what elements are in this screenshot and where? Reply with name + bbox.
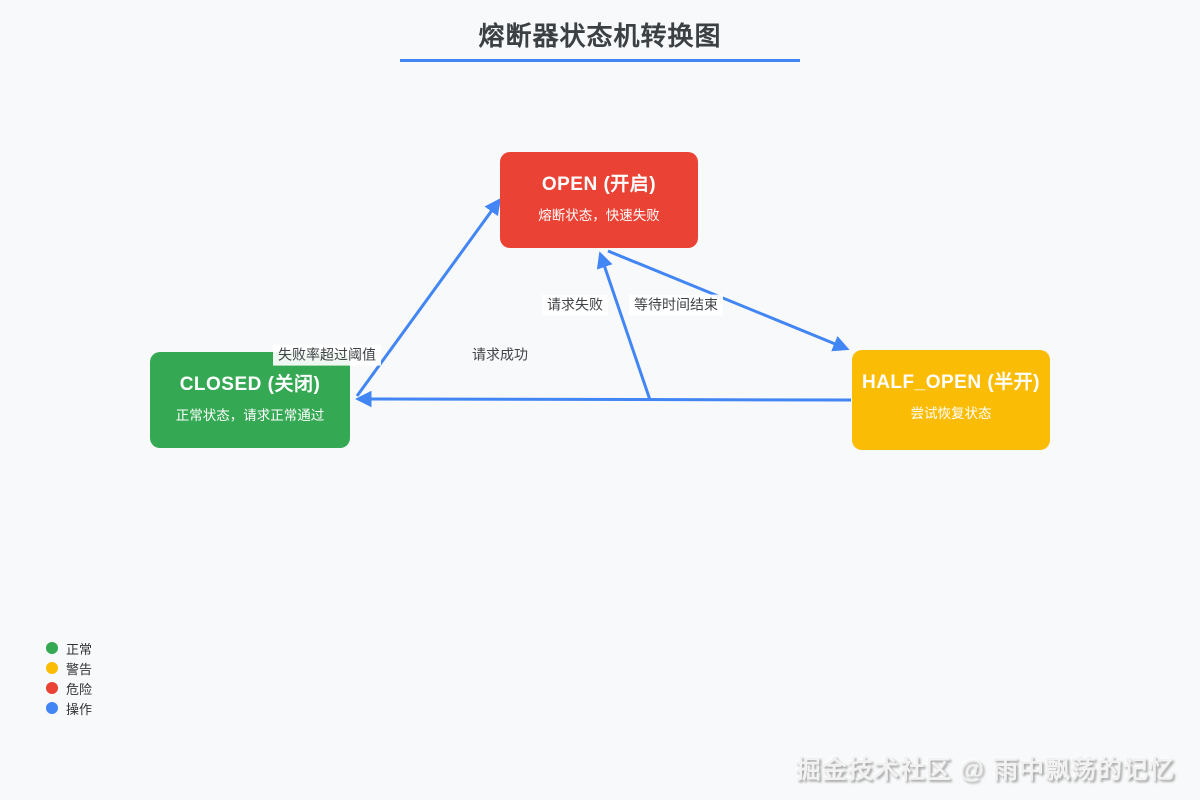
legend-item-action: 操作 bbox=[46, 701, 93, 717]
state-closed-description: 正常状态，请求正常通过 bbox=[175, 408, 325, 423]
state-half-open-description: 尝试恢复状态 bbox=[910, 406, 992, 421]
arrow-open-to-half-open bbox=[607, 249, 850, 352]
edge-label-request-fail: 请求失败 bbox=[542, 294, 608, 316]
legend-dot-warning bbox=[46, 662, 58, 674]
state-closed-label: CLOSED (关闭) bbox=[179, 374, 321, 395]
legend-item-warning: 警告 bbox=[46, 661, 93, 677]
watermark: 掘金技术社区 @ 雨中飘荡的记忆 bbox=[795, 756, 1175, 784]
legend-label-danger: 危险 bbox=[66, 681, 93, 697]
legend-item-normal: 正常 bbox=[46, 641, 93, 657]
legend-dot-danger bbox=[46, 682, 58, 694]
arrow-half-open-to-open bbox=[596, 251, 652, 401]
state-open-label: OPEN (开启) bbox=[541, 174, 657, 195]
edge-label-request-success: 请求成功 bbox=[472, 346, 528, 363]
arrow-half-open-to-closed bbox=[355, 390, 852, 408]
state-node-open: OPEN (开启) 熔断状态，快速失败 bbox=[500, 152, 698, 248]
state-node-closed: CLOSED (关闭) 正常状态，请求正常通过 bbox=[150, 352, 350, 448]
legend-label-normal: 正常 bbox=[66, 641, 93, 657]
state-node-half-open: HALF_OPEN (半开) 尝试恢复状态 bbox=[852, 350, 1050, 450]
legend: 正常 警告 危险 操作 bbox=[46, 641, 92, 721]
arrow-closed-to-open bbox=[355, 197, 501, 397]
legend-label-action: 操作 bbox=[66, 701, 93, 717]
edge-label-wait-timeout: 等待时间结束 bbox=[629, 294, 723, 316]
state-open-description: 熔断状态，快速失败 bbox=[538, 208, 660, 223]
legend-item-danger: 危险 bbox=[46, 681, 93, 697]
edge-label-failure-threshold: 失败率超过阈值 bbox=[273, 344, 381, 366]
legend-dot-action bbox=[46, 702, 58, 714]
state-half-open-label: HALF_OPEN (半开) bbox=[861, 372, 1040, 393]
title-underline bbox=[400, 59, 800, 62]
legend-dot-normal bbox=[46, 642, 58, 654]
page-title: 熔断器状态机转换图 bbox=[478, 21, 722, 51]
legend-label-warning: 警告 bbox=[66, 661, 93, 677]
